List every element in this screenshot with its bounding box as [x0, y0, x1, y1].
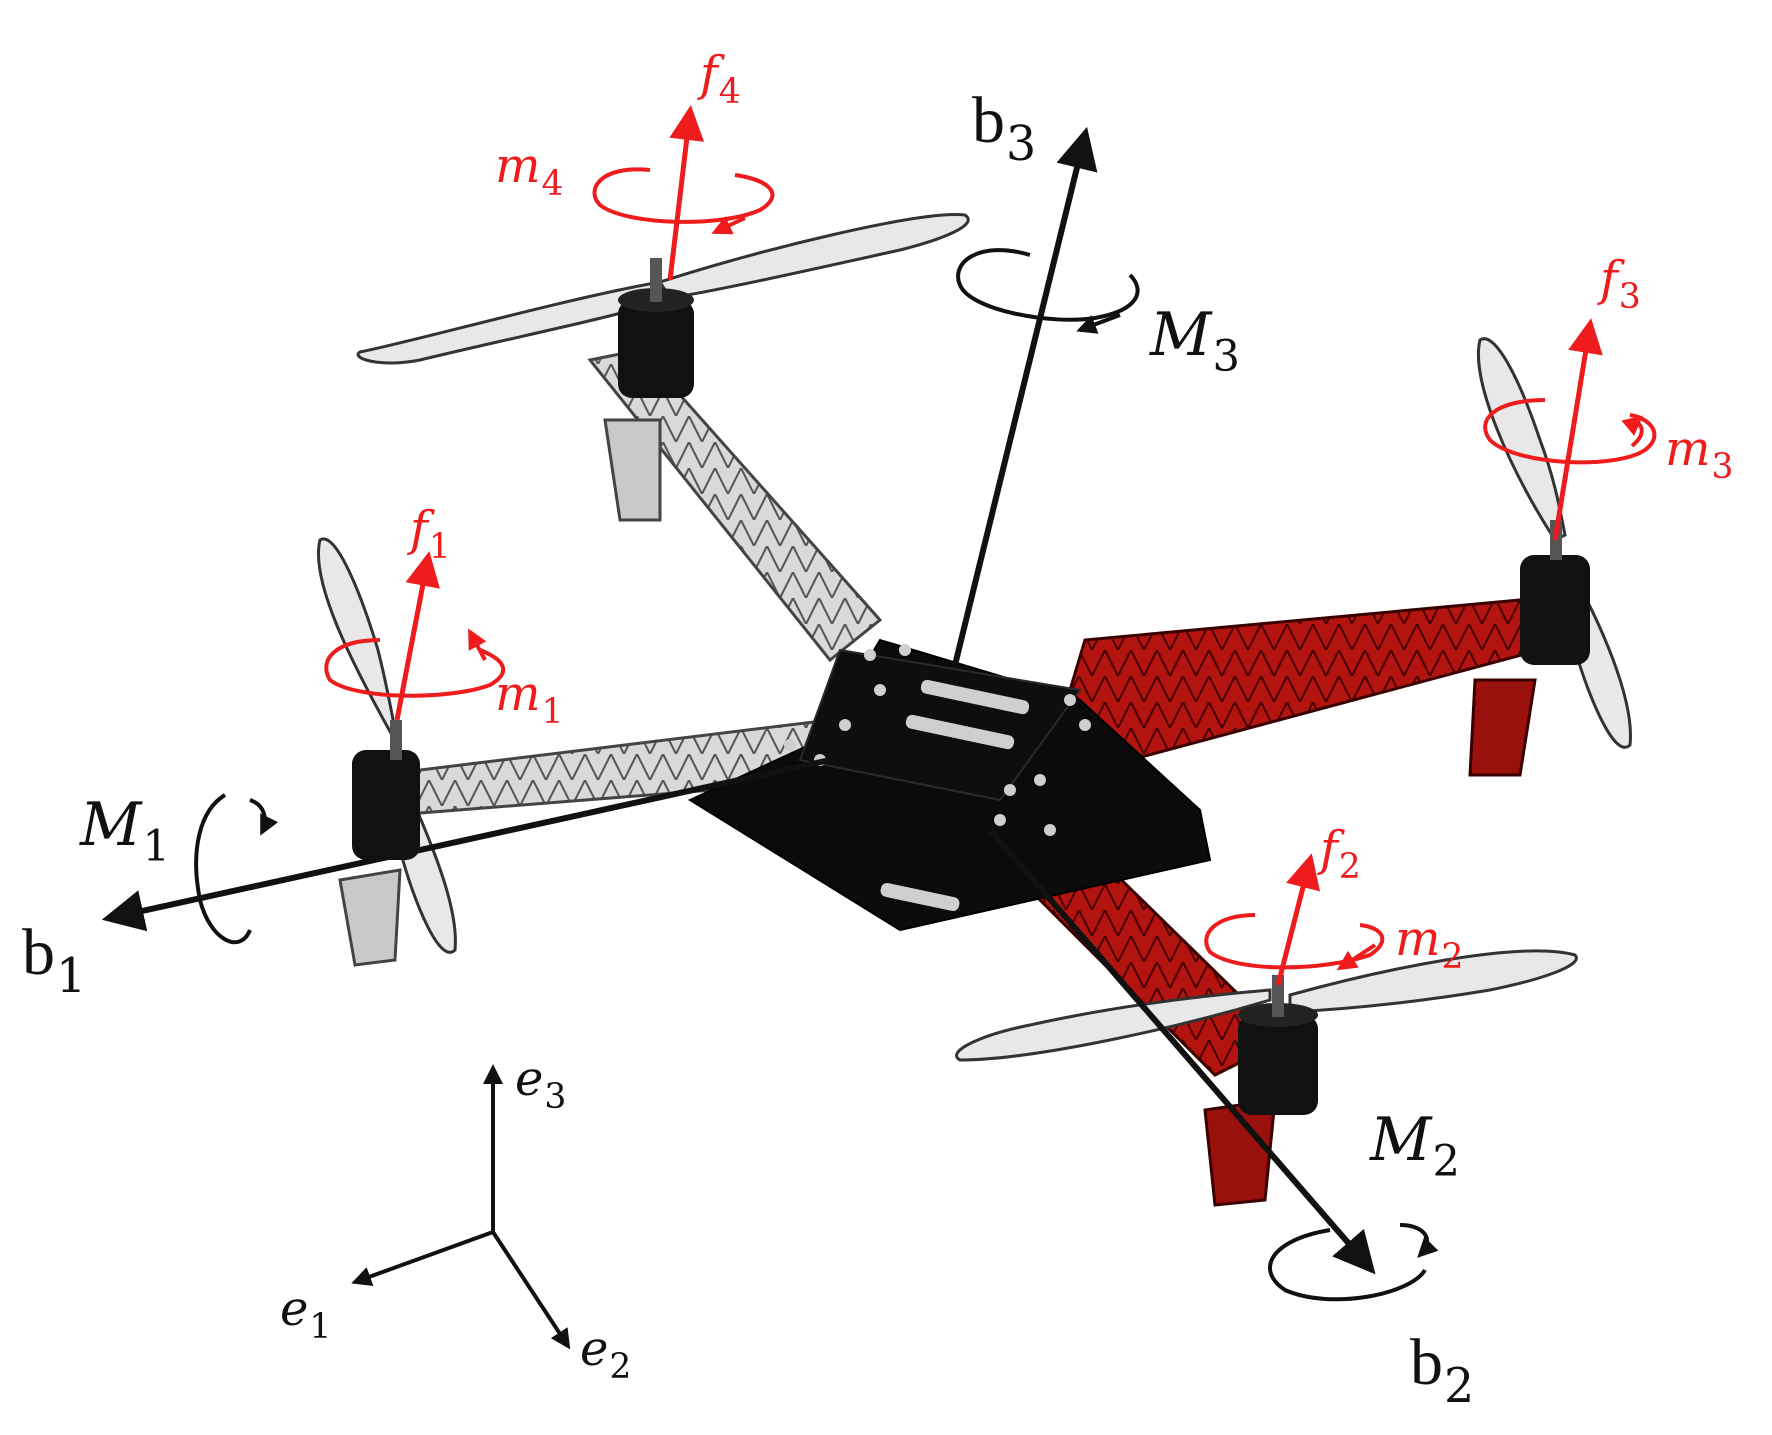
label-f3-base: f: [1600, 251, 1618, 307]
rotor-forces: [394, 105, 1603, 986]
label-f2-base: f: [1320, 821, 1338, 877]
label-M3: M3: [1150, 305, 1240, 379]
label-M1-sub: 1: [142, 822, 170, 873]
label-f3-sub: 3: [1618, 277, 1641, 318]
label-e1-base: e: [280, 1281, 309, 1337]
motor-4: [618, 300, 694, 398]
moment-m1-arrow: [324, 638, 506, 698]
label-m3-sub: 3: [1711, 447, 1734, 488]
label-m4-sub: 4: [541, 164, 564, 205]
propeller-4: [356, 213, 970, 365]
label-e2-sub: 2: [609, 1347, 632, 1388]
label-b2-base: b: [1410, 1326, 1443, 1399]
motor-2: [1238, 1015, 1318, 1115]
label-b2-sub: 2: [1444, 1359, 1475, 1415]
label-m2-sub: 2: [1441, 937, 1464, 978]
label-m3-base: m: [1665, 421, 1711, 477]
label-M2: M2: [1370, 1110, 1460, 1184]
axis-e2: [491, 1230, 571, 1350]
arm-3: [1068, 598, 1543, 777]
moment-M1-arrow: [194, 793, 252, 945]
label-b3: b3: [972, 88, 1036, 169]
quadrotor-frame: [338, 348, 1543, 1207]
body-axes: [101, 126, 1376, 1275]
motor-3: [1520, 555, 1590, 665]
label-b3-sub: 3: [1006, 117, 1037, 173]
label-m1-sub: 1: [541, 692, 564, 733]
inertial-frame: [351, 1064, 571, 1350]
label-m2: m2: [1395, 915, 1464, 974]
axis-b2: [987, 828, 1376, 1275]
label-e1: e1: [280, 1285, 331, 1344]
label-m1: m1: [495, 670, 564, 729]
label-b2: b2: [1410, 1330, 1474, 1411]
axis-b3: [952, 126, 1098, 666]
label-f4: f4: [700, 50, 741, 109]
label-b1: b1: [22, 920, 86, 1001]
label-e2-base: e: [580, 1321, 609, 1377]
label-m3: m3: [1665, 425, 1734, 484]
force-f1-arrow: [394, 551, 440, 721]
label-f4-base: f: [700, 46, 718, 102]
label-m1-base: m: [495, 666, 541, 722]
body-moments: [194, 248, 1439, 1302]
rotor-3: [1477, 337, 1632, 749]
label-f1-base: f: [410, 501, 428, 557]
label-e2: e2: [580, 1325, 631, 1384]
label-M2-base: M: [1370, 1105, 1432, 1175]
label-m4-base: m: [495, 138, 541, 194]
force-f2-arrow: [1275, 853, 1321, 986]
label-e3: e3: [515, 1055, 566, 1114]
moment-m4-arrow: [592, 167, 775, 224]
axis-b1: [101, 757, 831, 932]
propeller-2: [955, 949, 1578, 1062]
label-f1: f1: [410, 505, 451, 564]
rotor-2: [955, 949, 1578, 1115]
rotor-moments: [324, 167, 1657, 971]
moment-M2-arrow: [1268, 1228, 1427, 1302]
label-m4: m4: [495, 142, 564, 201]
rotor-4: [356, 213, 970, 398]
label-b3-base: b: [972, 84, 1005, 157]
label-f4-sub: 4: [718, 72, 741, 113]
force-f4-arrow: [667, 105, 705, 281]
label-m2-base: m: [1395, 911, 1441, 967]
label-M2-sub: 2: [1432, 1137, 1460, 1188]
motor-1: [352, 750, 420, 860]
label-b1-base: b: [22, 916, 55, 989]
label-e3-sub: 3: [544, 1077, 567, 1118]
label-M1: M1: [80, 795, 170, 869]
label-f2-sub: 2: [1338, 847, 1361, 888]
label-f2: f2: [1320, 825, 1361, 884]
label-e3-base: e: [515, 1051, 544, 1107]
moment-m2-arrow: [1204, 913, 1385, 970]
axis-e1: [351, 1230, 494, 1286]
label-f1-sub: 1: [428, 527, 451, 568]
label-M3-sub: 3: [1212, 332, 1240, 383]
center-plate: [687, 638, 1212, 932]
force-f3-arrow: [1552, 318, 1603, 541]
label-b1-sub: 1: [56, 949, 87, 1005]
moment-m3-arrow: [1483, 398, 1657, 465]
label-f3: f3: [1600, 255, 1641, 314]
label-M1-base: M: [80, 790, 142, 860]
label-e1-sub: 1: [309, 1307, 332, 1348]
moment-M3-arrow: [956, 248, 1140, 322]
label-M3-base: M: [1150, 300, 1212, 370]
